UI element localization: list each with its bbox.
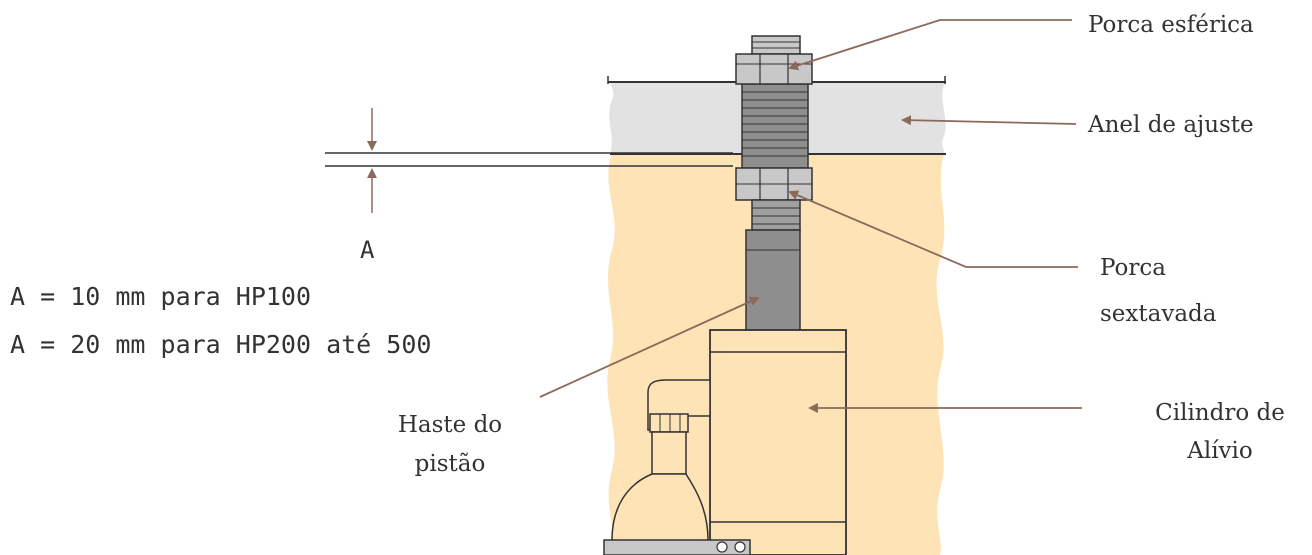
pump-base-plate [603,539,751,555]
label-porca-esferica: Porca esférica [1088,12,1254,38]
label-cilindro-de: Cilindro de [1155,400,1285,426]
dimension-letter-a: A [360,236,375,264]
leader-porca-sextavada [788,190,1078,268]
label-porca: Porca [1100,255,1166,281]
label-anel-ajuste: Anel de ajuste [1088,112,1254,138]
base-bolt-hole-1 [716,541,728,553]
label-alivio: Alívio [1187,438,1253,464]
fitting-neck [651,431,687,475]
leader-anel-ajuste [901,115,1077,126]
spec-hp200: A = 20 mm para HP200 até 500 [10,330,432,359]
spec-hp100: A = 10 mm para HP100 [10,282,312,311]
threaded-rod [741,83,809,169]
bolt-top-threads [752,41,800,49]
relief-cylinder [709,329,847,555]
fitting-connector-ridges [659,414,681,432]
leader-porca-esferica [788,19,1072,71]
piston-rod [745,229,801,331]
label-pistao: pistão [414,451,486,477]
lower-stub-threads [752,207,800,225]
lower-threaded-stub [751,199,801,231]
fitting-connector [649,413,689,433]
pump-bottle [611,473,709,555]
rod-threads [742,91,808,157]
leader-haste [539,296,760,398]
bolt-top-cap [751,35,801,55]
label-haste-do: Haste do [397,412,503,438]
spherical-nut [735,53,813,85]
label-sextavada: sextavada [1100,301,1217,327]
base-bolt-hole-2 [734,541,746,553]
